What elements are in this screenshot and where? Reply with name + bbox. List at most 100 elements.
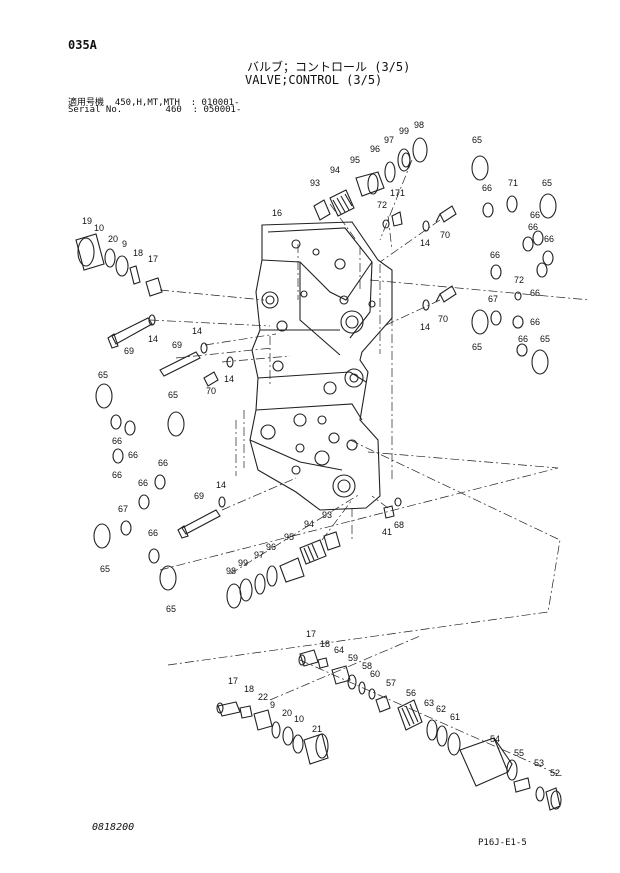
part-number-label: 66 xyxy=(528,222,538,232)
title-japanese: バルブ；コントロール (3/5) xyxy=(247,60,411,74)
part-number-label: 22 xyxy=(258,692,268,702)
part-number-label: 18 xyxy=(244,684,254,694)
part-number-label: 14 xyxy=(224,374,234,384)
part-number-label: 70 xyxy=(438,314,448,324)
part-number-label: 14 xyxy=(420,238,430,248)
part-number-label: 65 xyxy=(472,342,482,352)
part-number-label: 93 xyxy=(322,510,332,520)
upper-spool-group xyxy=(313,137,428,229)
part-number-label: 69 xyxy=(194,491,204,501)
part-number-label: 66 xyxy=(530,210,540,220)
bolt-group xyxy=(107,205,457,539)
document-number: 0818200 xyxy=(92,822,135,833)
part-number-label: 17 xyxy=(228,676,238,686)
part-number-label: 67 xyxy=(118,504,128,514)
part-number-label: 70 xyxy=(206,386,216,396)
part-number-label: 69 xyxy=(172,340,182,350)
part-number-label: 62 xyxy=(436,704,446,714)
part-number-label: 68 xyxy=(394,520,404,530)
part-number-label: 18 xyxy=(133,248,143,258)
part-number-label: 94 xyxy=(330,165,340,175)
page-reference: P16J-E1-5 xyxy=(478,838,527,848)
part-number-label: 66 xyxy=(530,288,540,298)
part-number-label: 66 xyxy=(128,450,138,460)
part-number-label: 41 xyxy=(382,527,392,537)
part-number-label: 20 xyxy=(282,708,292,718)
part-number-label: 19 xyxy=(82,216,92,226)
part-number-label: 14 xyxy=(192,326,202,336)
part-number-label: 69 xyxy=(124,346,134,356)
serial-applicability-line-2: Serial No. 460 : 050001- xyxy=(68,105,242,115)
part-number-label: 66 xyxy=(158,458,168,468)
part-number-label: 70 xyxy=(440,230,450,240)
o-ring-set xyxy=(93,155,557,591)
part-number-label: 66 xyxy=(112,470,122,480)
part-number-label: 66 xyxy=(490,250,500,260)
part-number-label: 65 xyxy=(540,334,550,344)
part-number-label: 14 xyxy=(420,322,430,332)
part-number-label: 96 xyxy=(266,542,276,552)
part-number-label: 9 xyxy=(270,700,275,710)
part-number-label: 9 xyxy=(122,239,127,249)
part-number-label: 52 xyxy=(550,768,560,778)
part-number-label: 54 xyxy=(490,734,500,744)
part-number-label: 72 xyxy=(377,200,387,210)
part-number-label: 20 xyxy=(108,234,118,244)
part-number-label: 56 xyxy=(406,688,416,698)
part-number-label: 65 xyxy=(168,390,178,400)
part-number-label: 65 xyxy=(542,178,552,188)
part-number-label: 72 xyxy=(514,275,524,285)
part-number-label: 95 xyxy=(350,155,360,165)
part-number-label: 66 xyxy=(544,234,554,244)
part-number-label: 61 xyxy=(450,712,460,722)
part-number-label: 10 xyxy=(94,223,104,233)
part-number-label: 16 xyxy=(272,208,282,218)
part-number-label: 59 xyxy=(348,653,358,663)
part-number-label: 53 xyxy=(534,758,544,768)
title-english: VALVE;CONTROL (3/5) xyxy=(245,73,383,87)
part-number-label: 21 xyxy=(312,724,322,734)
part-number-label: 66 xyxy=(530,317,540,327)
part-number-label: 93 xyxy=(310,178,320,188)
part-number-label: 66 xyxy=(482,183,492,193)
part-number-label: 58 xyxy=(362,661,372,671)
part-number-label: 98 xyxy=(226,566,236,576)
part-number-label: 67 xyxy=(488,294,498,304)
part-number-label: 66 xyxy=(518,334,528,344)
part-number-label: 65 xyxy=(100,564,110,574)
lower-left-cap-group xyxy=(216,701,329,765)
part-number-label: 60 xyxy=(370,669,380,679)
part-number-label: 65 xyxy=(98,370,108,380)
part-number-label: 65 xyxy=(472,135,482,145)
part-number-label: 99 xyxy=(238,558,248,568)
part-number-label: 71 xyxy=(508,178,518,188)
part-number-label: 94 xyxy=(304,519,314,529)
part-number-label: 95 xyxy=(284,532,294,542)
part-number-label: 65 xyxy=(166,604,176,614)
lower-right-valve-group xyxy=(298,649,562,811)
assembly-center-lines xyxy=(149,159,591,777)
part-number-label: 63 xyxy=(424,698,434,708)
page-code: 035A xyxy=(68,38,97,52)
valve-body-housing xyxy=(249,221,393,511)
part-number-label: 18 xyxy=(320,639,330,649)
part-number-label: 55 xyxy=(514,748,524,758)
part-number-label: 98 xyxy=(414,120,424,130)
part-number-label: 97 xyxy=(384,135,394,145)
part-number-label: 17 xyxy=(148,254,158,264)
part-number-label: 14 xyxy=(216,480,226,490)
part-number-label: 17 xyxy=(306,629,316,639)
part-number-label: 10 xyxy=(294,714,304,724)
part-number-label: 66 xyxy=(112,436,122,446)
serial-applicability-line-1: 適用号機 450,H,MT,MTH : 010001- xyxy=(68,98,240,108)
part-number-label: 66 xyxy=(148,528,158,538)
part-number-label: 96 xyxy=(370,144,380,154)
part-number-label: 57 xyxy=(386,678,396,688)
part-number-label: 171 xyxy=(390,188,405,198)
part-number-label: 14 xyxy=(148,334,158,344)
lower-spool-group xyxy=(226,531,341,609)
part-number-label: 64 xyxy=(334,645,344,655)
part-number-label: 97 xyxy=(254,550,264,560)
